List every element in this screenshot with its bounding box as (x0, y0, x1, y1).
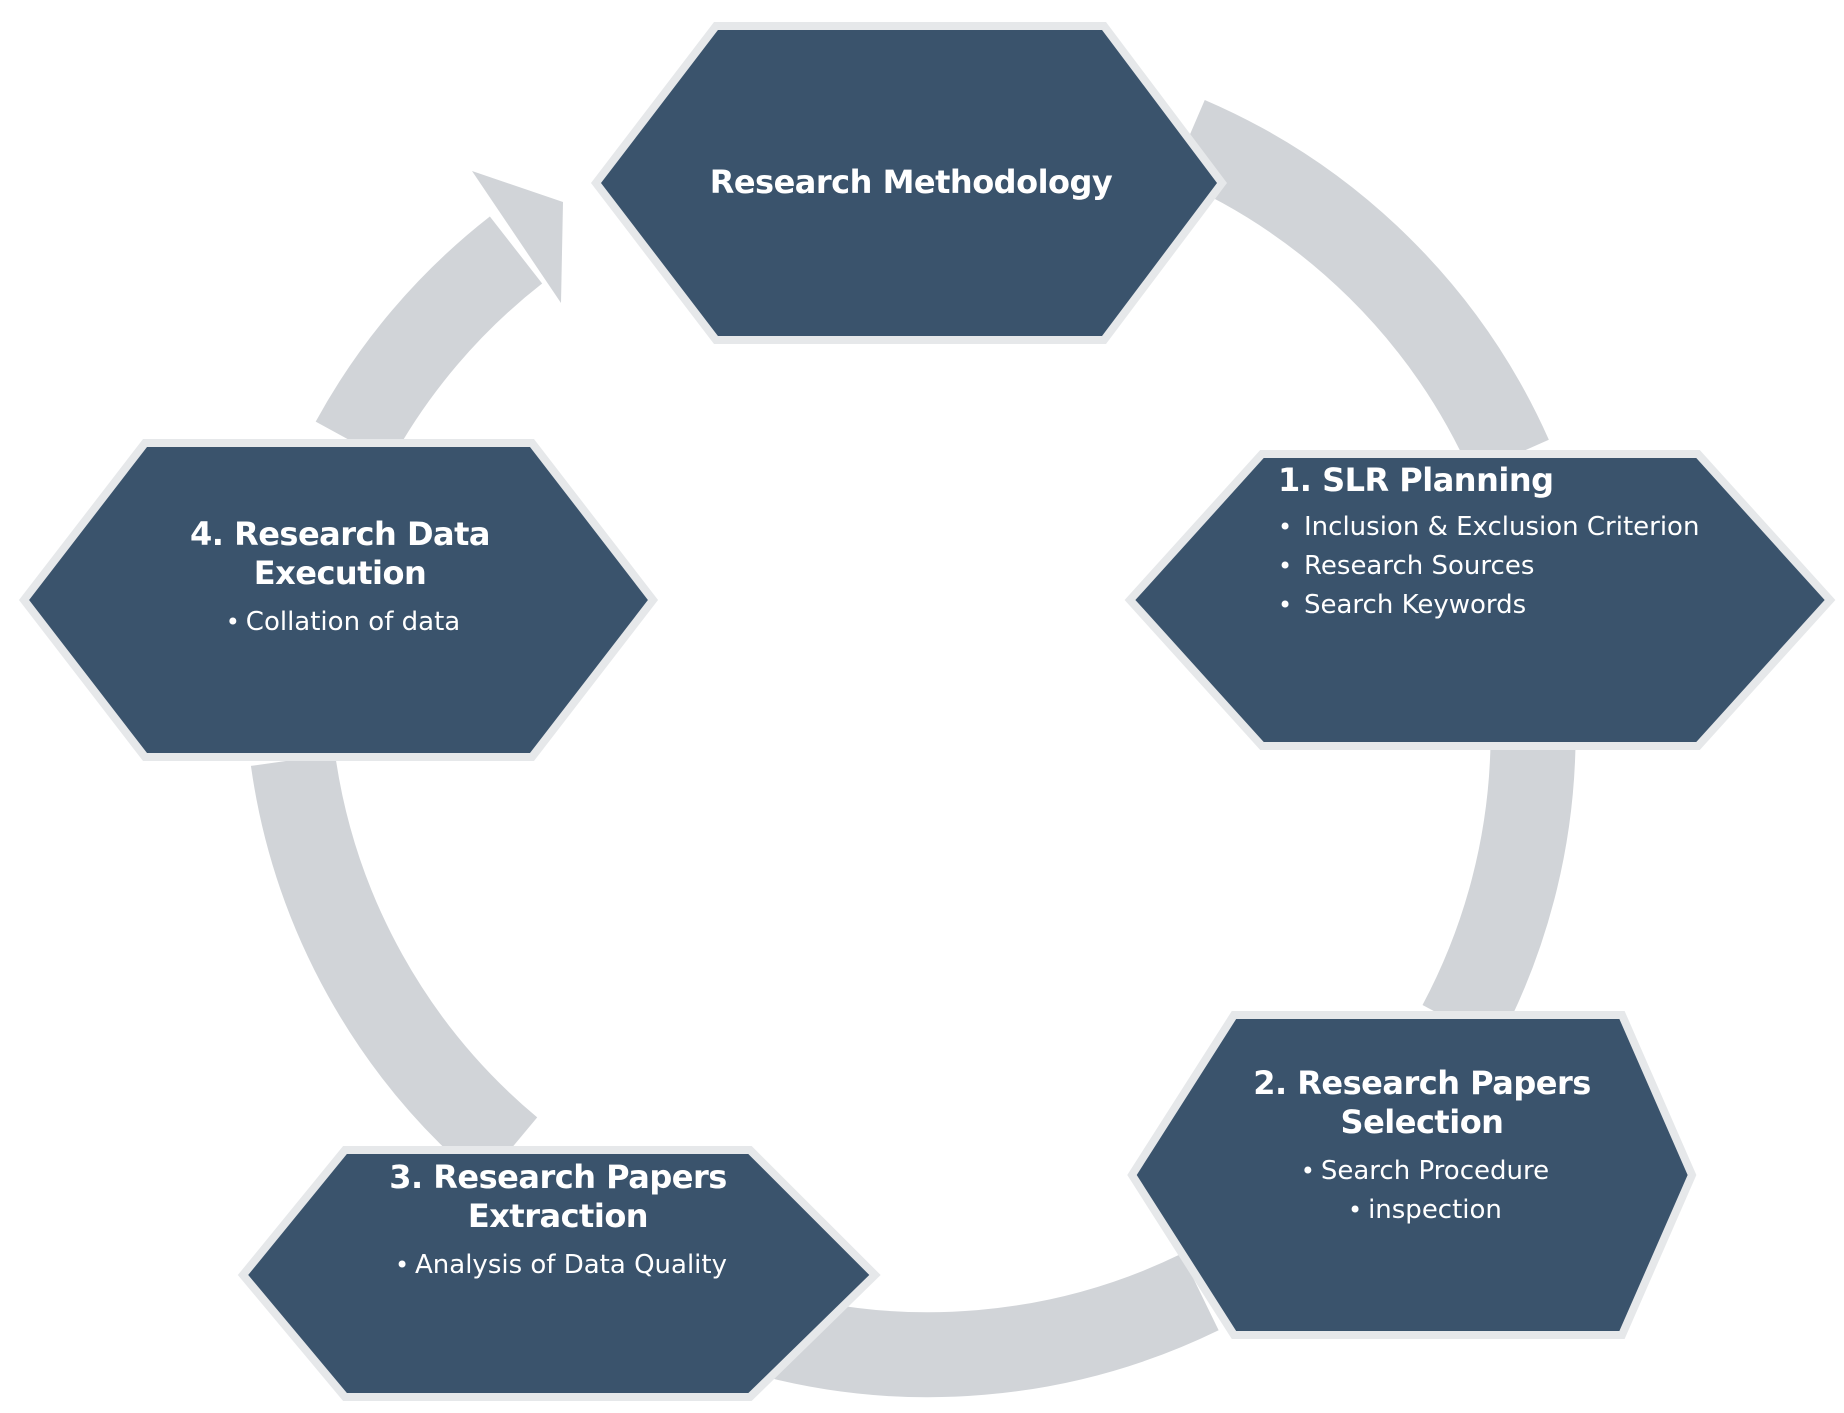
step-1-node-text: 1. SLR Planning Inclusion & Exclusion Cr… (1278, 461, 1738, 625)
step-4-bullet-list: Collation of data (160, 603, 520, 642)
step-3-node-text: 3. Research Papers Extraction Analysis o… (368, 1158, 748, 1285)
step-1-bullet: Research Sources (1278, 547, 1738, 586)
step-2-node-text: 2. Research Papers Selection Search Proc… (1232, 1064, 1612, 1230)
cycle-arrow-ring-left (250, 753, 538, 1183)
step-1-bullet: Inclusion & Exclusion Criterion (1278, 508, 1738, 547)
cycle-arrow-ring-bottom (743, 1253, 1219, 1398)
center-node-text: Research Methodology (696, 163, 1126, 202)
cycle-arrow (250, 99, 1576, 1398)
cycle-arrow-ring-top-right (1171, 99, 1549, 475)
cycle-arrow-head (472, 171, 563, 303)
step-4-title: 4. Research Data Execution (190, 515, 490, 592)
step-1-bullet-list: Inclusion & Exclusion Criterion Research… (1278, 508, 1738, 625)
step-2-bullet-list: Search Procedure inspection (1232, 1152, 1612, 1230)
step-2-bullet: inspection (1232, 1191, 1612, 1230)
step-4-bullet: Collation of data (160, 603, 520, 642)
step-2-title: 2. Research Papers Selection (1253, 1064, 1591, 1141)
step-4-node-text: 4. Research Data Execution Collation of … (160, 515, 520, 642)
step-1-bullet: Search Keywords (1278, 586, 1738, 625)
cycle-arrow-ring-right (1422, 743, 1576, 1046)
step-2-bullet: Search Procedure (1232, 1152, 1612, 1191)
cycle-arrow-ring-top-left (315, 216, 543, 463)
center-node-title: Research Methodology (709, 163, 1113, 201)
hexagon-data-execution (18, 439, 659, 761)
step-1-title: 1. SLR Planning (1278, 461, 1554, 499)
hexagon-research-methodology (590, 22, 1228, 344)
step-3-bullet: Analysis of Data Quality (368, 1246, 748, 1285)
step-3-title: 3. Research Papers Extraction (389, 1158, 727, 1235)
step-3-bullet-list: Analysis of Data Quality (368, 1246, 748, 1285)
